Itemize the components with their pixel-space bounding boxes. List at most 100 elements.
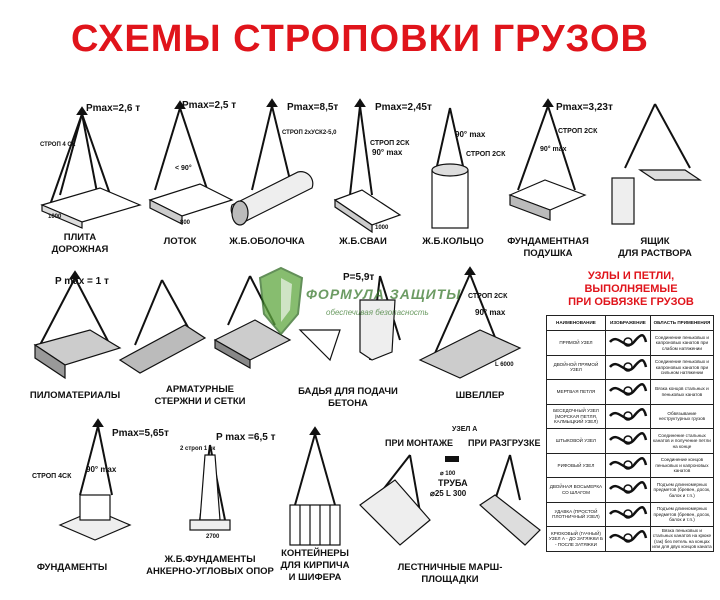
knot-name: РИФОВЫЙ УЗЕЛ <box>546 452 606 478</box>
knot-use: Соединение концов пеньковых и капроновых… <box>649 452 715 478</box>
knot-image <box>604 477 651 503</box>
pmax-label-plate: Pmax=2,6 т <box>86 103 141 114</box>
caption-foundations: ФУНДАМЕНТЫ <box>36 562 108 573</box>
shield-icon <box>258 266 304 336</box>
label-angle-tray: < 90° <box>175 165 192 172</box>
label-strop2sk-channel: СТРОП 2СК <box>468 293 508 300</box>
caption-mortar-box: ЯЩИК ДЛЯ РАСТВОРА <box>618 236 692 259</box>
label-angle-channel: 90° max <box>475 308 506 317</box>
watermark-subtitle: обеспечивая безопасность <box>326 308 429 317</box>
label-strop2sk-piles: СТРОП 2СК <box>370 140 410 147</box>
knot-icon <box>608 456 648 470</box>
knots-title: УЗЛЫ И ПЕТЛИ, ВЫПОЛНЯЕМЫЕ ПРИ ОБВЯЗКЕ ГР… <box>568 270 694 308</box>
knot-image <box>604 428 651 454</box>
label-angle-piles: 90° max <box>372 148 403 157</box>
knots-header-name: НАИМЕНОВАНИЕ <box>546 315 606 331</box>
pmax-label-tray: Pmax=2,5 т <box>182 100 237 111</box>
label-montage: ПРИ МОНТАЖЕ <box>385 438 454 448</box>
knot-icon <box>608 530 648 543</box>
label-strop2usk: СТРОП 2хУСК2-5,0 <box>282 130 337 136</box>
label-dim-1000: 1000 <box>48 214 62 220</box>
knot-name: КРЮКОВЫЙ (ГАЧНЫЙ) УЗЕЛ А - ДО ЗАТЯЖКИ Б … <box>546 526 606 552</box>
knot-icon <box>608 334 648 347</box>
knot-use: Вязка концов стальных и пеньковых канато… <box>649 379 715 405</box>
knot-row: ПРЯМОЙ УЗЕЛ Соединение пеньковых и капрон… <box>546 330 715 356</box>
knot-image <box>604 379 651 405</box>
knot-icon <box>608 505 648 519</box>
knot-use: Подъем длинномерных предметов (бревен, д… <box>649 477 715 503</box>
label-angle-found: 90° max <box>86 465 117 474</box>
caption-shell: Ж.Б.ОБОЛОЧКА <box>229 236 305 247</box>
label-strop2sk-ring: СТРОП 2СК <box>466 151 506 158</box>
label-strop2sk-cushion: СТРОП 2СК <box>558 128 598 135</box>
caption-piles: Ж.Б.СВАИ <box>339 236 387 247</box>
label-dim-800: 800 <box>180 220 191 226</box>
knot-row: ДВОЙНАЯ ВОСЬМЕРКА СО ШЛАГОМ Подъем длинно… <box>546 477 715 503</box>
knot-image <box>604 526 651 552</box>
knots-table: НАИМЕНОВАНИЕ ИЗОБРАЖЕНИЕ ОБЛАСТЬ ПРИМЕНЕ… <box>546 315 715 552</box>
knot-icon <box>608 358 648 372</box>
caption-stairs: ЛЕСТНИЧНЫЕ МАРШ-ПЛОЩАДКИ <box>397 562 503 585</box>
knot-name: МЕРТВАЯ ПЕТЛЯ <box>546 379 606 405</box>
knot-name: ДВОЙНОЙ ПРЯМОЙ УЗЕЛ <box>546 354 606 380</box>
caption-bucket: БАДЬЯ ДЛЯ ПОДАЧИ БЕТОНА <box>298 386 398 409</box>
caption-lumber: ПИЛОМАТЕРИАЛЫ <box>29 390 121 401</box>
caption-ring: Ж.Б.КОЛЬЦО <box>422 236 484 247</box>
caption-anchor-foundations: Ж.Б.ФУНДАМЕНТЫ АНКЕРНО-УГЛОВЫХ ОПОР <box>146 554 274 577</box>
caption-tray: ЛОТОК <box>163 236 197 247</box>
label-strop4sk-found: СТРОП 4СК <box>32 473 72 480</box>
label-dim-2700: 2700 <box>206 534 220 540</box>
label-pipe-size: ⌀25 L 300 <box>430 489 467 498</box>
knot-use: Вязка пеньковых и стальных канатов на кр… <box>649 526 715 552</box>
label-strop-anchor: 2 строп 1 ск <box>180 446 216 452</box>
knots-header-image: ИЗОБРАЖЕНИЕ <box>604 315 651 331</box>
caption-containers: КОНТЕЙНЕРЫ ДЛЯ КИРПИЧА И ШИФЕРА <box>280 548 350 583</box>
knot-row: ШТЫКОВОЙ УЗЕЛ Соединение стальных канатов… <box>546 428 715 454</box>
knot-use: Обвязывание неструктурных грузов <box>649 403 715 429</box>
knot-row: КРЮКОВЫЙ (ГАЧНЫЙ) УЗЕЛ А - ДО ЗАТЯЖКИ Б … <box>546 526 715 552</box>
pmax-label-cushion: Pmax=3,23т <box>556 102 613 113</box>
knot-icon <box>608 383 648 396</box>
knot-image <box>604 403 651 429</box>
knot-icon <box>608 481 648 494</box>
pmax-label-foundations: Pmax=5,65т <box>112 428 169 439</box>
knot-name: УДАВКА (ПРОСТОЙ ПЛОТНИЧНЫЙ УЗЕЛ) <box>546 501 606 527</box>
knot-image <box>604 354 651 380</box>
knot-icon <box>608 432 648 445</box>
knot-icon <box>608 407 648 421</box>
knots-header-use: ОБЛАСТЬ ПРИМЕНЕНИЯ <box>649 315 715 331</box>
knot-row: РИФОВЫЙ УЗЕЛ Соединение концов пеньковых … <box>546 452 715 478</box>
knot-name: ДВОЙНАЯ ВОСЬМЕРКА СО ШЛАГОМ <box>546 477 606 503</box>
label-angle-cushion: 90° max <box>540 146 567 153</box>
watermark: ФОРМУЛА ЗАЩИТЫ обеспечивая безопасность <box>258 262 468 342</box>
knot-use: Подъем длинномерных предметов (бревен, д… <box>649 501 715 527</box>
label-strop4sk: СТРОП 4 СК <box>40 142 76 148</box>
poster-title: СХЕМЫ СТРОПОВКИ ГРУЗОВ <box>71 18 649 60</box>
knot-image <box>604 452 651 478</box>
knot-name: ПРЯМОЙ УЗЕЛ <box>546 330 606 356</box>
knot-row: МЕРТВАЯ ПЕТЛЯ Вязка концов стальных и пен… <box>546 379 715 405</box>
pmax-label-shell: Pmax=8,5т <box>287 102 339 113</box>
label-d100: ⌀ 100 <box>440 471 456 477</box>
knot-use: Соединение пеньковых и капроновых канато… <box>649 330 715 356</box>
knot-name: ШТЫКОВОЙ УЗЕЛ <box>546 428 606 454</box>
pmax-label-lumber: P max = 1 т <box>55 276 109 287</box>
caption-rebar: АРМАТУРНЫЕ СТЕРЖНИ И СЕТКИ <box>154 384 246 407</box>
label-knot-a: УЗЕЛ А <box>452 426 478 433</box>
caption-cushion: ФУНДАМЕНТНАЯ ПОДУШКА <box>507 236 589 259</box>
caption-road-plate: ПЛИТА ДОРОЖНАЯ <box>51 232 109 255</box>
knot-row: ДВОЙНОЙ ПРЯМОЙ УЗЕЛ Соединение пеньковых … <box>546 354 715 380</box>
knot-name: БЕСЕДОЧНЫЙ УЗЕЛ (МОРСКАЯ ПЕТЛЯ, КАЛМЫЦКИ… <box>546 403 606 429</box>
knot-row: БЕСЕДОЧНЫЙ УЗЕЛ (МОРСКАЯ ПЕТЛЯ, КАЛМЫЦКИ… <box>546 403 715 429</box>
knot-image <box>604 501 651 527</box>
knot-use: Соединение пеньковых и капроновых канато… <box>649 354 715 380</box>
label-pipe: ТРУБА <box>438 478 468 488</box>
knot-use: Соединение стальных канатов и получение … <box>649 428 715 454</box>
pmax-label-piles: Pmax=2,45т <box>375 102 432 113</box>
label-dim-1000b: 1000 <box>375 225 389 231</box>
watermark-title: ФОРМУЛА ЗАЩИТЫ <box>306 286 462 302</box>
label-dim-6000: L 6000 <box>495 362 514 368</box>
pmax-label-bucket: P=5,9т <box>343 272 375 283</box>
caption-channel: ШВЕЛЛЕР <box>455 390 505 401</box>
